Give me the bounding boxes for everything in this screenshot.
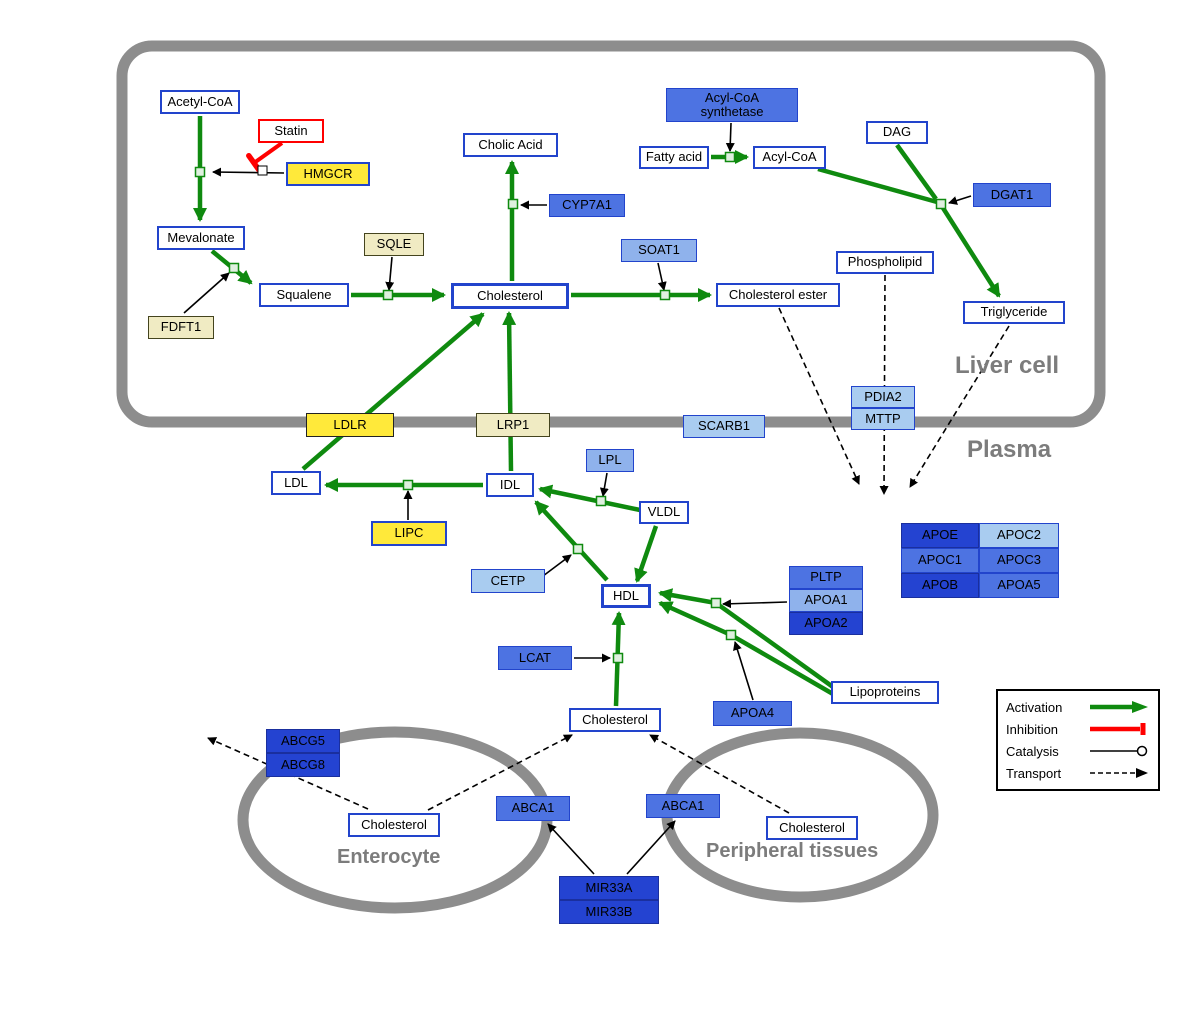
- node-vldl[interactable]: VLDL: [639, 501, 689, 524]
- node-apoa2[interactable]: APOA2: [789, 612, 863, 635]
- node-cholesterol-ester[interactable]: Cholesterol ester: [716, 283, 840, 307]
- node-ldlr[interactable]: LDLR: [306, 413, 394, 437]
- node-abca1-enterocyte[interactable]: ABCA1: [496, 796, 570, 821]
- node-cetp[interactable]: CETP: [471, 569, 545, 593]
- node-mir33b[interactable]: MIR33B: [559, 900, 659, 924]
- transport-arrow-icon: [1090, 768, 1148, 778]
- node-lipoproteins[interactable]: Lipoproteins: [831, 681, 939, 704]
- node-apoc3[interactable]: APOC3: [979, 548, 1059, 573]
- legend-transport-row: Transport: [1006, 766, 1150, 781]
- node-ldl[interactable]: LDL: [271, 471, 321, 495]
- inhibition-edge: [246, 141, 284, 176]
- liver-cell-label: Liver cell: [955, 352, 1060, 379]
- legend-catalysis-row: Catalysis: [1006, 744, 1150, 759]
- node-acyl-coa[interactable]: Acyl-CoA: [753, 146, 826, 169]
- node-apoa4[interactable]: APOA4: [713, 701, 792, 726]
- membranes: [116, 40, 1106, 914]
- transport-edges: [207, 274, 1010, 814]
- node-apoc2[interactable]: APOC2: [979, 523, 1059, 548]
- node-soat1[interactable]: SOAT1: [621, 239, 697, 262]
- catalysis-circle-icon: [1090, 745, 1148, 757]
- node-lipc[interactable]: LIPC: [371, 521, 447, 546]
- node-squalene[interactable]: Squalene: [259, 283, 349, 307]
- node-apoa5[interactable]: APOA5: [979, 573, 1059, 598]
- node-sqle[interactable]: SQLE: [364, 233, 424, 256]
- node-dgat1[interactable]: DGAT1: [973, 183, 1051, 207]
- node-lpl[interactable]: LPL: [586, 449, 634, 472]
- node-apoa1[interactable]: APOA1: [789, 589, 863, 612]
- node-mir33a[interactable]: MIR33A: [559, 876, 659, 900]
- node-apob[interactable]: APOB: [901, 573, 979, 598]
- node-apoe[interactable]: APOE: [901, 523, 979, 548]
- node-cholesterol-liver[interactable]: Cholesterol: [451, 283, 569, 309]
- node-phospholipid[interactable]: Phospholipid: [836, 251, 934, 274]
- node-abcg5[interactable]: ABCG5: [266, 729, 340, 753]
- enterocyte-label: Enterocyte: [337, 846, 441, 868]
- node-mttp[interactable]: MTTP: [851, 408, 915, 430]
- catalysis-junction-square: [257, 165, 268, 176]
- node-pltp[interactable]: PLTP: [789, 566, 863, 589]
- node-statin[interactable]: Statin: [258, 119, 324, 143]
- node-apoc1[interactable]: APOC1: [901, 548, 979, 573]
- node-dag[interactable]: DAG: [866, 121, 928, 144]
- node-fatty-acid[interactable]: Fatty acid: [639, 146, 709, 169]
- legend-inhibition-label: Inhibition: [1006, 721, 1059, 737]
- legend-transport-label: Transport: [1006, 765, 1062, 781]
- peripheral-tissues-label: Peripheral tissues: [706, 840, 879, 862]
- node-lcat[interactable]: LCAT: [498, 646, 572, 670]
- reaction-nodes: [194, 151, 947, 664]
- node-scarb1[interactable]: SCARB1: [683, 415, 765, 438]
- liver-cell-membrane: [116, 40, 1106, 428]
- node-cholesterol-plasma[interactable]: Cholesterol: [569, 708, 661, 732]
- legend-activation-label: Activation: [1006, 699, 1063, 715]
- node-triglyceride[interactable]: Triglyceride: [963, 301, 1065, 324]
- node-cyp7a1[interactable]: CYP7A1: [549, 194, 625, 217]
- node-abca1-peripheral[interactable]: ABCA1: [646, 794, 720, 818]
- node-cholic-acid[interactable]: Cholic Acid: [463, 133, 558, 157]
- node-pdia2[interactable]: PDIA2: [851, 386, 915, 408]
- node-acetyl-coa[interactable]: Acetyl-CoA: [160, 90, 240, 114]
- node-cholesterol-peripheral[interactable]: Cholesterol: [766, 816, 858, 840]
- plasma-label: Plasma: [967, 436, 1052, 463]
- node-cholesterol-enterocyte[interactable]: Cholesterol: [348, 813, 440, 837]
- activation-arrow-icon: [1090, 701, 1148, 713]
- legend-activation-row: Activation: [1006, 700, 1150, 715]
- inhibition-tbar-icon: [1090, 723, 1146, 735]
- node-hmgcr[interactable]: HMGCR: [286, 162, 370, 186]
- legend-catalysis-label: Catalysis: [1006, 743, 1059, 759]
- catalysis-edges: [183, 122, 972, 875]
- node-idl[interactable]: IDL: [486, 473, 534, 497]
- node-acyl-coa-synthetase[interactable]: Acyl-CoA synthetase: [666, 88, 798, 122]
- legend: Activation Inhibition Catalysis Transpor…: [996, 689, 1160, 791]
- node-abcg8[interactable]: ABCG8: [266, 753, 340, 777]
- node-mevalonate[interactable]: Mevalonate: [157, 226, 245, 250]
- legend-inhibition-row: Inhibition: [1006, 722, 1150, 737]
- node-fdft1[interactable]: FDFT1: [148, 316, 214, 339]
- node-lrp1[interactable]: LRP1: [476, 413, 550, 437]
- node-hdl[interactable]: HDL: [601, 584, 651, 608]
